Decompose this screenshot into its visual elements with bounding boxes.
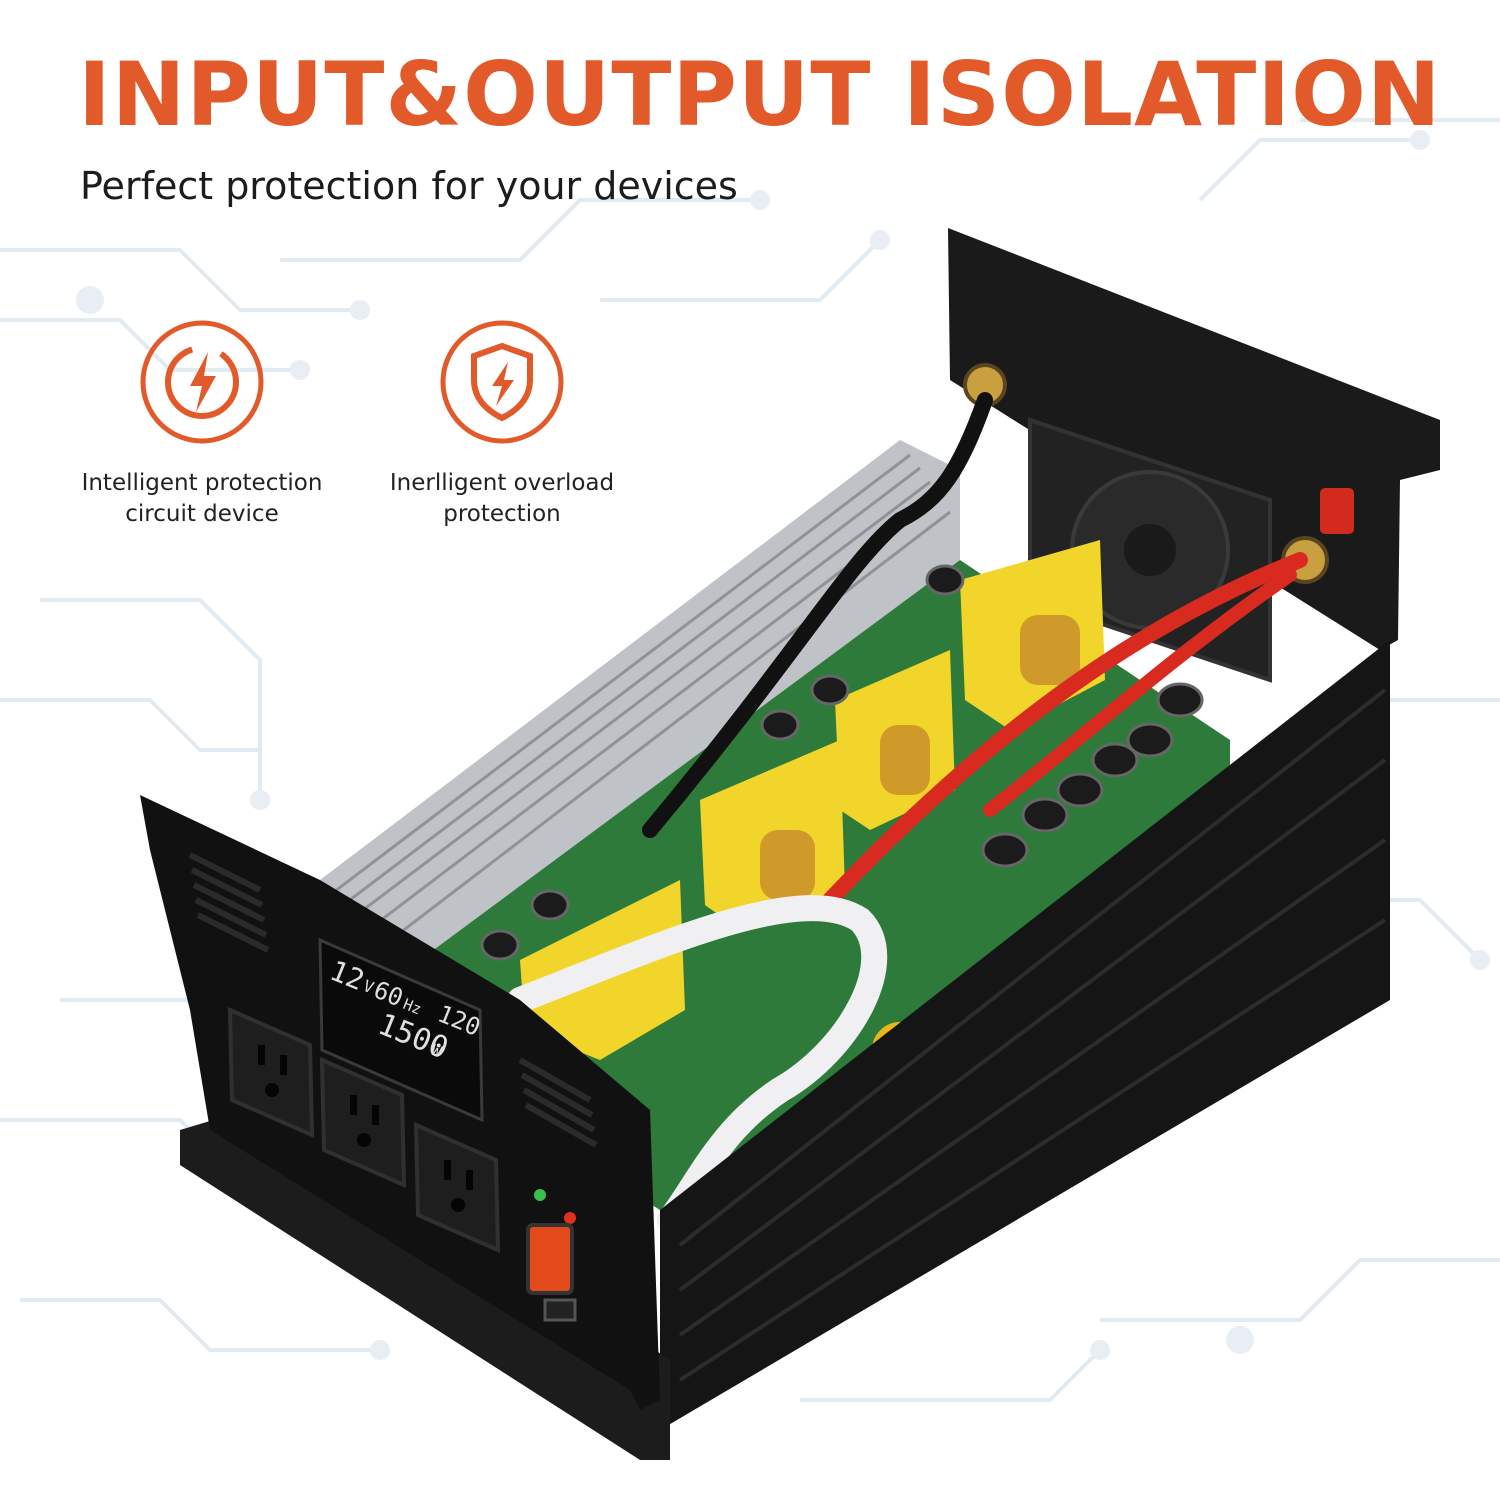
shield-lightning-icon: [440, 320, 564, 444]
lcd-display: 12 V 60 Hz 120 1500 W: [318, 937, 484, 1123]
ac-outlet-icon: [227, 1006, 315, 1139]
red-cable: [822, 552, 1308, 908]
feature-caption-line: protection: [443, 501, 561, 527]
subheadline: Perfect protection for your devices: [80, 164, 738, 208]
ac-outlet-icon: [319, 1056, 407, 1189]
feature-protection-circuit: Intelligent protection circuit device: [72, 318, 332, 530]
lightning-circle-icon: [140, 320, 264, 444]
ac-outlet-icon: [413, 1121, 501, 1254]
power-switch: [526, 1223, 574, 1295]
positive-terminal-cap: [1320, 488, 1354, 534]
feature-caption: Intelligent protection circuit device: [72, 468, 332, 530]
front-vents: [188, 852, 598, 1148]
right-housing: [660, 640, 1390, 1430]
ribbon-cable: [507, 895, 888, 1233]
black-cable: [642, 392, 993, 838]
ac-outlets: [227, 1006, 501, 1254]
feature-overload-protection: Inerlligent overload protection: [372, 318, 632, 530]
red-cable: [983, 568, 1297, 817]
feature-caption-line: Intelligent protection: [81, 470, 323, 496]
feature-caption-line: circuit device: [125, 501, 279, 527]
usb-port: [543, 1298, 577, 1322]
headline: INPUT&OUTPUT ISOLATION: [78, 43, 1442, 146]
red-led-indicator: [564, 1212, 576, 1224]
base-plate: [180, 1100, 670, 1460]
lcd-frequency-unit: Hz: [401, 995, 424, 1018]
feature-caption: Inerlligent overload protection: [372, 468, 632, 530]
feature-caption-line: Inerlligent overload: [389, 470, 615, 496]
capacitors: [480, 564, 1204, 961]
green-led-indicator: [534, 1189, 546, 1201]
